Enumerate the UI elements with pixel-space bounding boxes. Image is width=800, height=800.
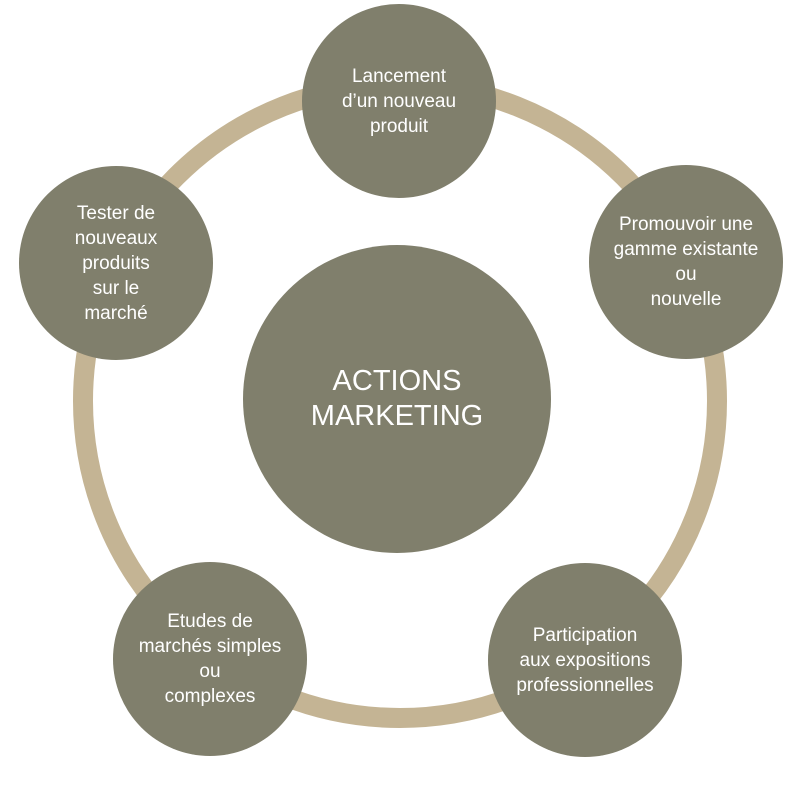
node-label-line: gamme existante [613, 239, 759, 260]
node-test-products: Tester de nouveaux produits sur le march… [19, 166, 213, 360]
node-label-line: nouvelle [650, 289, 722, 310]
node-promote-range: Promouvoir une gamme existante ou nouvel… [589, 165, 783, 359]
node-label-line: complexes [164, 686, 256, 707]
node-label-line: marchés simples [138, 636, 282, 657]
node-label-line: aux expositions [519, 649, 651, 671]
node-market-studies: Etudes de marchés simples ou complexes [113, 562, 307, 756]
node-label-line: d’un nouveau [341, 90, 457, 112]
node-new-product-launch: Lancement d’un nouveau produit [302, 4, 496, 198]
node-label-line: Lancement [351, 65, 446, 87]
node-label-line: Promouvoir une [618, 214, 754, 235]
center-title-line: ACTIONS [332, 365, 462, 397]
node-label-line: marché [84, 302, 148, 324]
node-label-line: produit [369, 115, 429, 137]
node-label-line: produits [82, 252, 150, 274]
node-label-line: nouveaux [74, 227, 158, 249]
node-label-line: ou [199, 661, 221, 682]
node-label-line: sur le [92, 277, 140, 299]
node-label-line: Etudes de [167, 611, 253, 632]
node-label-line: ou [675, 264, 697, 285]
node-label-line: Tester de [76, 202, 156, 224]
node-label-line: professionnelles [516, 674, 654, 696]
node-label-line: Participation [532, 624, 638, 646]
center-title-line: MARKETING [310, 400, 484, 432]
center-circle: ACTIONS MARKETING [243, 245, 551, 553]
node-trade-shows: Participation aux expositions profession… [488, 563, 682, 757]
